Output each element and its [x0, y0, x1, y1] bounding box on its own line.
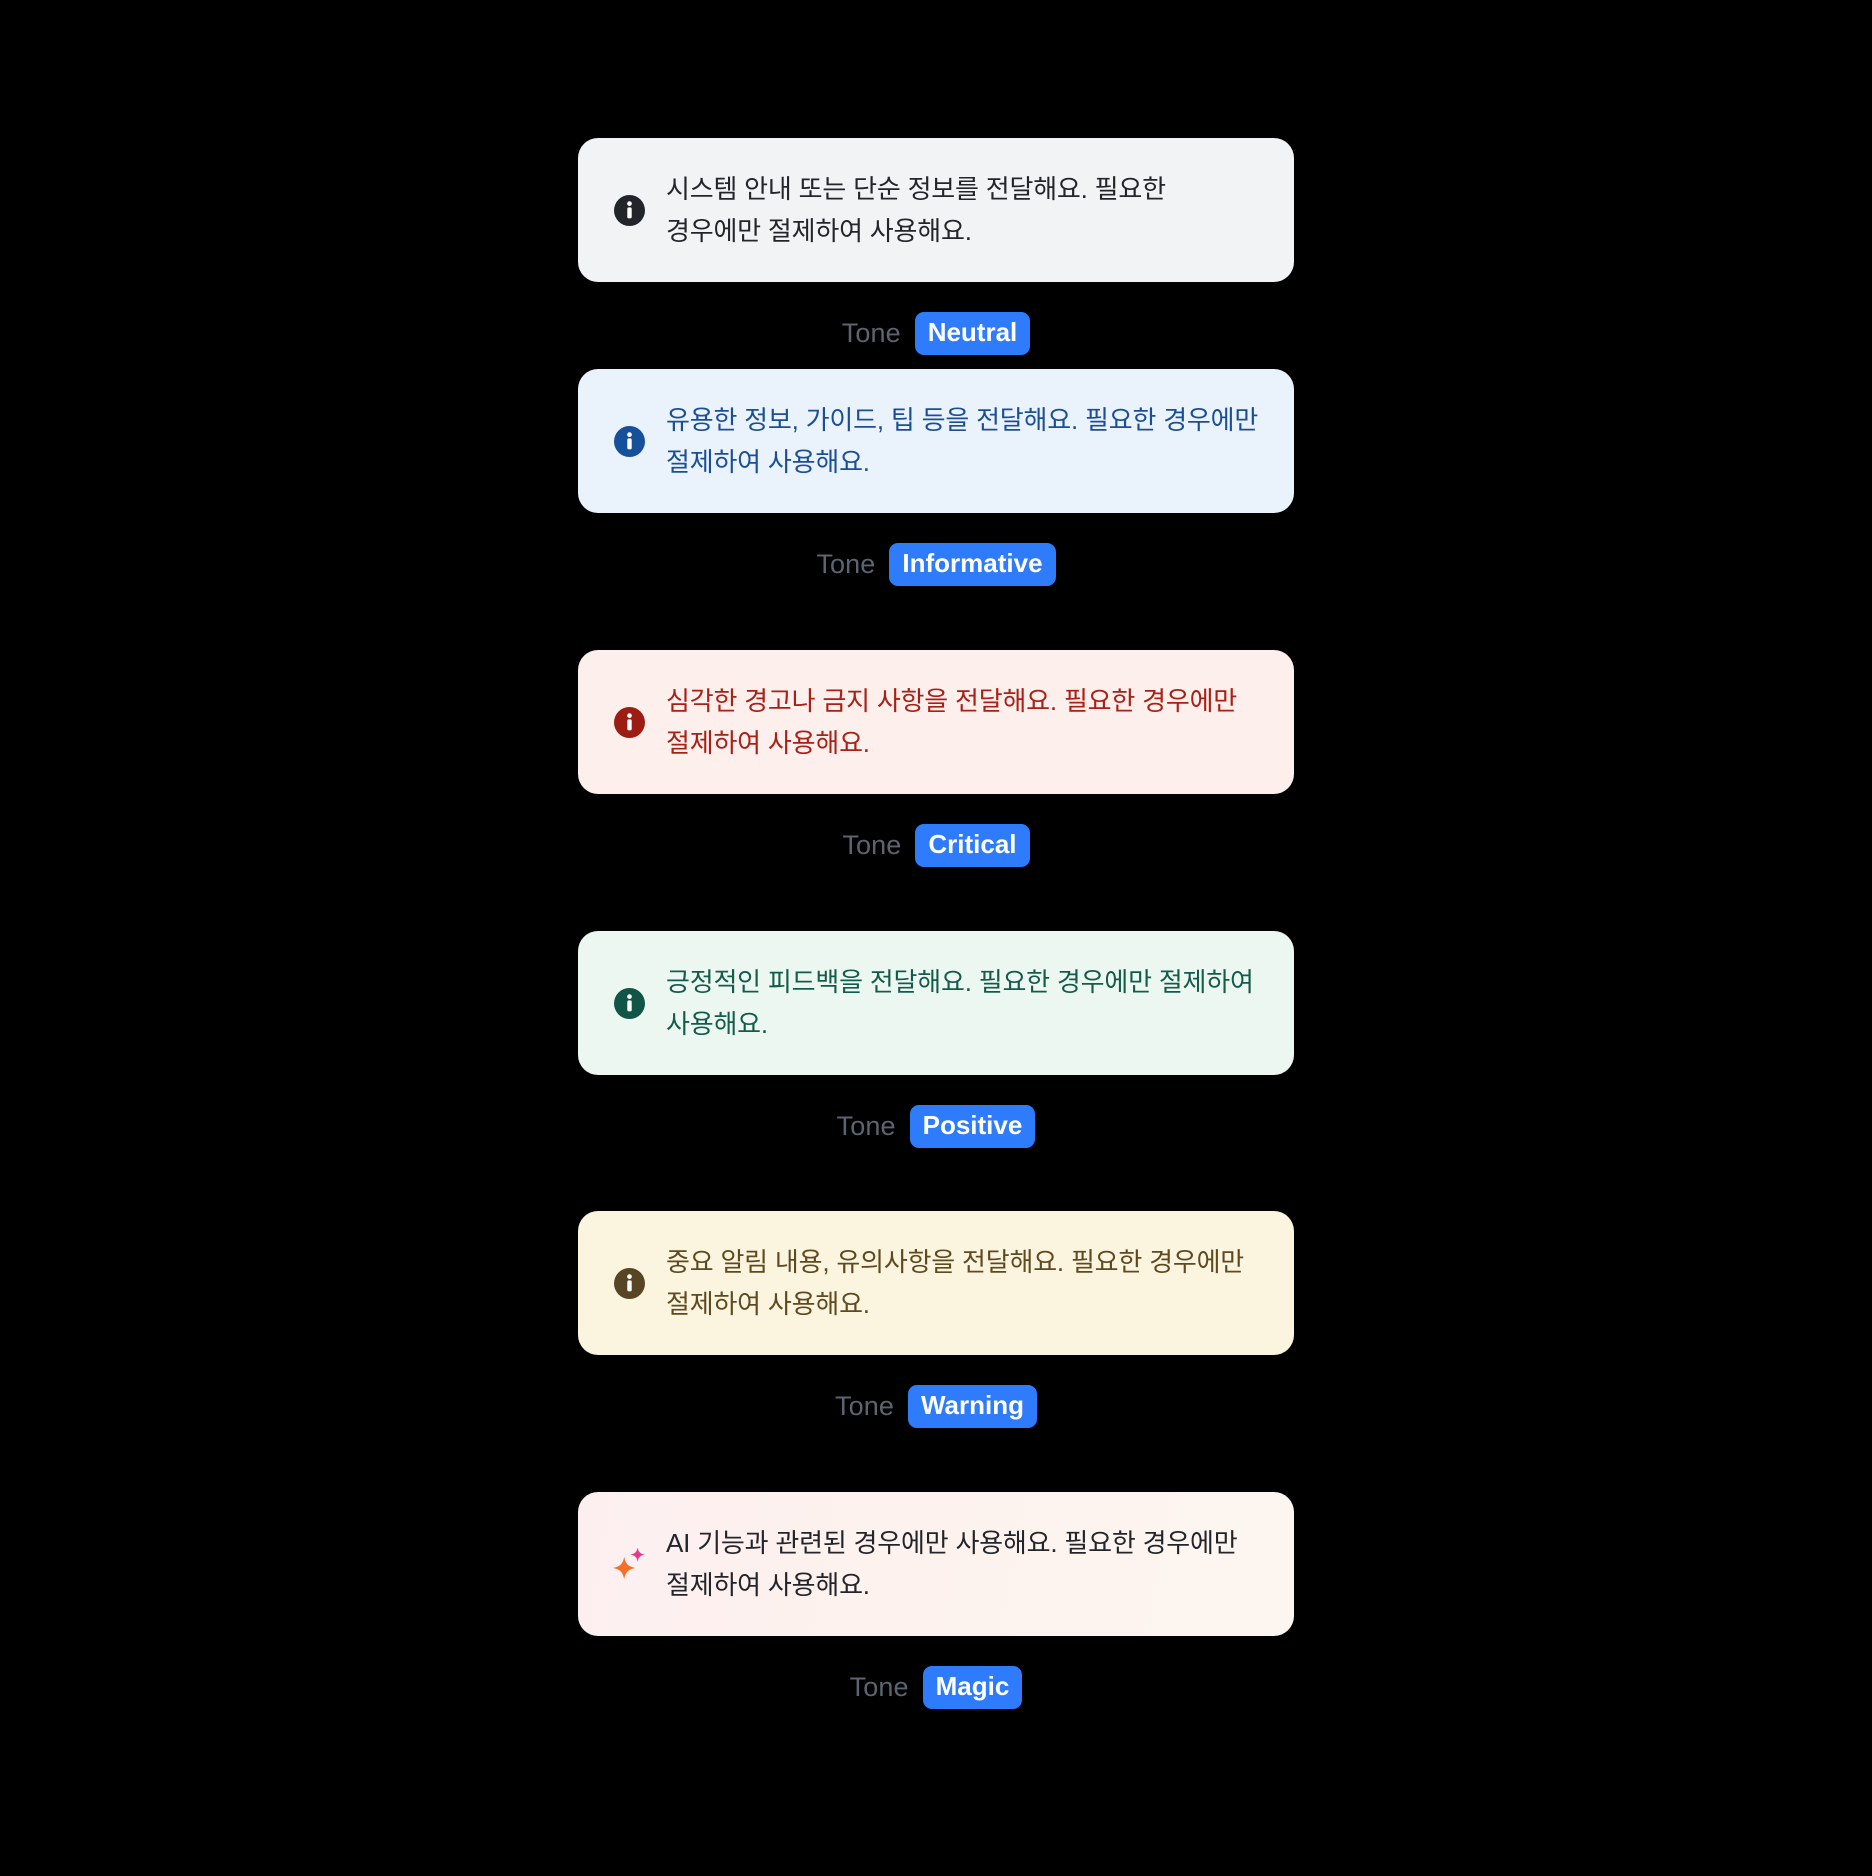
callout-magic: AI 기능과 관련된 경우에만 사용해요. 필요한 경우에만 절제하여 사용해요…	[578, 1492, 1294, 1637]
tone-row: Tone Informative	[0, 543, 1872, 587]
tone-row: Tone Critical	[0, 824, 1872, 868]
tone-label: Tone	[849, 1672, 909, 1703]
callout-group-positive: 긍정적인 피드백을 전달해요. 필요한 경우에만 절제하여 사용해요. Tone P…	[0, 931, 1872, 1149]
callout-icon-wrapper	[612, 1547, 646, 1581]
callout-message: 긍정적인 피드백을 전달해요. 필요한 경우에만 절제하여 사용해요.	[666, 967, 1254, 1040]
callout-message: 중요 알림 내용, 유의사항을 전달해요. 필요한 경우에만 절제하여 사용해요…	[666, 1247, 1245, 1320]
tone-row: Tone Neutral	[0, 312, 1872, 356]
tone-label: Tone	[816, 549, 876, 580]
callout-positive: 긍정적인 피드백을 전달해요. 필요한 경우에만 절제하여 사용해요.	[578, 931, 1294, 1076]
tone-badge-magic[interactable]: Magic	[922, 1666, 1023, 1710]
callout-icon-wrapper	[612, 193, 646, 227]
callout-critical: 심각한 경고나 금지 사항을 전달해요. 필요한 경우에만 절제하여 사용해요.	[578, 650, 1294, 795]
tone-label: Tone	[842, 830, 902, 861]
tone-label: Tone	[835, 1391, 894, 1422]
tone-label: Tone	[841, 318, 901, 349]
callout-group-magic: AI 기능과 관련된 경우에만 사용해요. 필요한 경우에만 절제하여 사용해요…	[0, 1492, 1872, 1710]
callout-group-informative: 유용한 정보, 가이드, 팁 등을 전달해요. 필요한 경우에만 절제하여 사용…	[0, 369, 1872, 587]
info-icon	[613, 1267, 645, 1299]
callout-icon-wrapper	[612, 424, 646, 458]
tone-badge-warning[interactable]: Warning	[907, 1385, 1037, 1429]
tone-badge-critical[interactable]: Critical	[915, 824, 1030, 868]
callout-group-warning: 중요 알림 내용, 유의사항을 전달해요. 필요한 경우에만 절제하여 사용해요…	[0, 1211, 1872, 1429]
callout-icon-wrapper	[612, 705, 646, 739]
tone-badge-informative[interactable]: Informative	[889, 543, 1056, 587]
callout-neutral: 시스템 안내 또는 단순 정보를 전달해요. 필요한 경우에만 절제하여 사용해…	[578, 138, 1294, 283]
tone-row: Tone Warning	[0, 1385, 1872, 1429]
callout-icon-wrapper	[612, 1266, 646, 1300]
info-icon	[613, 194, 645, 226]
sparkle-icon	[611, 1546, 647, 1582]
callout-message: 유용한 정보, 가이드, 팁 등을 전달해요. 필요한 경우에만 절제하여 사용…	[666, 405, 1259, 478]
tone-row: Tone Magic	[0, 1666, 1872, 1710]
tone-label: Tone	[836, 1111, 896, 1142]
callout-message: 심각한 경고나 금지 사항을 전달해요. 필요한 경우에만 절제하여 사용해요.	[666, 686, 1238, 759]
callout-message: 시스템 안내 또는 단순 정보를 전달해요. 필요한 경우에만 절제하여 사용해…	[666, 174, 1166, 247]
tone-badge-neutral[interactable]: Neutral	[914, 312, 1031, 356]
callout-group-neutral: 시스템 안내 또는 단순 정보를 전달해요. 필요한 경우에만 절제하여 사용해…	[0, 138, 1872, 356]
info-icon	[613, 706, 645, 738]
tone-row: Tone Positive	[0, 1105, 1872, 1149]
callout-icon-wrapper	[612, 986, 646, 1020]
info-icon	[613, 987, 645, 1019]
callout-group-critical: 심각한 경고나 금지 사항을 전달해요. 필요한 경우에만 절제하여 사용해요.…	[0, 650, 1872, 868]
info-icon	[613, 425, 645, 457]
callout-informative: 유용한 정보, 가이드, 팁 등을 전달해요. 필요한 경우에만 절제하여 사용…	[578, 369, 1294, 514]
callout-message: AI 기능과 관련된 경우에만 사용해요. 필요한 경우에만 절제하여 사용해요…	[666, 1528, 1238, 1601]
tone-badge-positive[interactable]: Positive	[909, 1105, 1036, 1149]
callout-warning: 중요 알림 내용, 유의사항을 전달해요. 필요한 경우에만 절제하여 사용해요…	[578, 1211, 1294, 1356]
